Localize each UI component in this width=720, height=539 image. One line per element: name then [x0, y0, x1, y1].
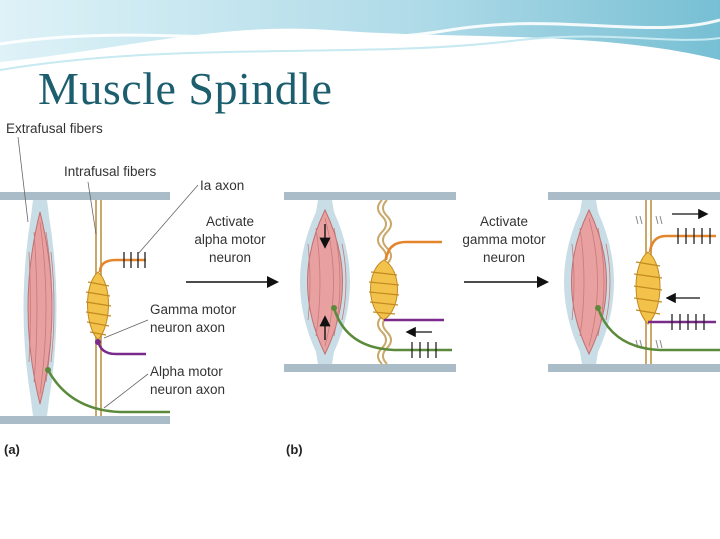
- top-bar: [0, 192, 170, 200]
- panel-a: Extrafusal fibers Intrafusal fibers Ia a…: [0, 121, 244, 457]
- step-gamma-line2: gamma motor: [462, 232, 546, 247]
- alpha-endplate: [45, 367, 51, 373]
- step-gamma-line3: neuron: [483, 250, 525, 265]
- gamma-axon-b: [384, 318, 444, 338]
- gamma-axon-c: [648, 292, 716, 330]
- leader-alpha: [103, 373, 149, 409]
- bottom-bar: [0, 416, 170, 424]
- step-alpha-line2: alpha motor: [194, 232, 266, 247]
- label-intrafusal-fibers: Intrafusal fibers: [64, 164, 157, 179]
- extrafusal-muscle-contracted: [564, 200, 614, 364]
- gamma-endplate: [95, 339, 101, 345]
- ia-axon-b: [384, 240, 442, 261]
- step-gamma-line1: Activate: [480, 214, 528, 229]
- label-alpha-line1: Alpha motor: [150, 364, 223, 379]
- alpha-axon-c: [596, 307, 720, 352]
- intrafusal-fiber-slack: [368, 199, 400, 365]
- extrafusal-muscle: [23, 200, 57, 416]
- bottom-bar: [284, 364, 456, 372]
- panel-b: (b): [284, 192, 456, 457]
- panel-label-b: (b): [286, 442, 303, 457]
- slide-title: Muscle Spindle: [38, 63, 333, 114]
- panel-c: [548, 192, 720, 372]
- label-alpha-line2: neuron axon: [150, 382, 225, 397]
- step-alpha-line1: Activate: [206, 214, 254, 229]
- label-gamma-line2: neuron axon: [150, 320, 225, 335]
- top-bar: [548, 192, 720, 200]
- leader-gamma: [103, 319, 149, 339]
- extrafusal-muscle-contracted: [300, 200, 350, 364]
- leader-extrafusal: [17, 136, 29, 223]
- bottom-bar: [548, 364, 720, 372]
- intrafusal-fiber: [85, 200, 112, 416]
- muscle-spindle-diagram: Extrafusal fibers Intrafusal fibers Ia a…: [0, 121, 720, 457]
- panel-label-a: (a): [4, 442, 20, 457]
- alpha-endplate: [595, 305, 601, 311]
- step-gamma: Activate gamma motor neuron: [462, 214, 549, 288]
- label-ia-axon: Ia axon: [200, 178, 244, 193]
- ia-axon: [98, 252, 146, 273]
- ia-axon-c: [648, 208, 716, 253]
- gamma-axon: [96, 339, 146, 356]
- step-alpha: Activate alpha motor neuron: [186, 214, 279, 288]
- intrafusal-fiber-taut: [633, 200, 663, 364]
- alpha-axon-b: [331, 305, 452, 358]
- alpha-axon: [46, 369, 170, 414]
- top-bar: [284, 192, 456, 200]
- leader-intrafusal: [87, 181, 97, 235]
- header-wave: [0, 0, 720, 71]
- step-alpha-line3: neuron: [209, 250, 251, 265]
- label-extrafusal-fibers: Extrafusal fibers: [6, 121, 103, 136]
- leader-ia: [137, 184, 199, 255]
- label-gamma-line1: Gamma motor: [150, 302, 237, 317]
